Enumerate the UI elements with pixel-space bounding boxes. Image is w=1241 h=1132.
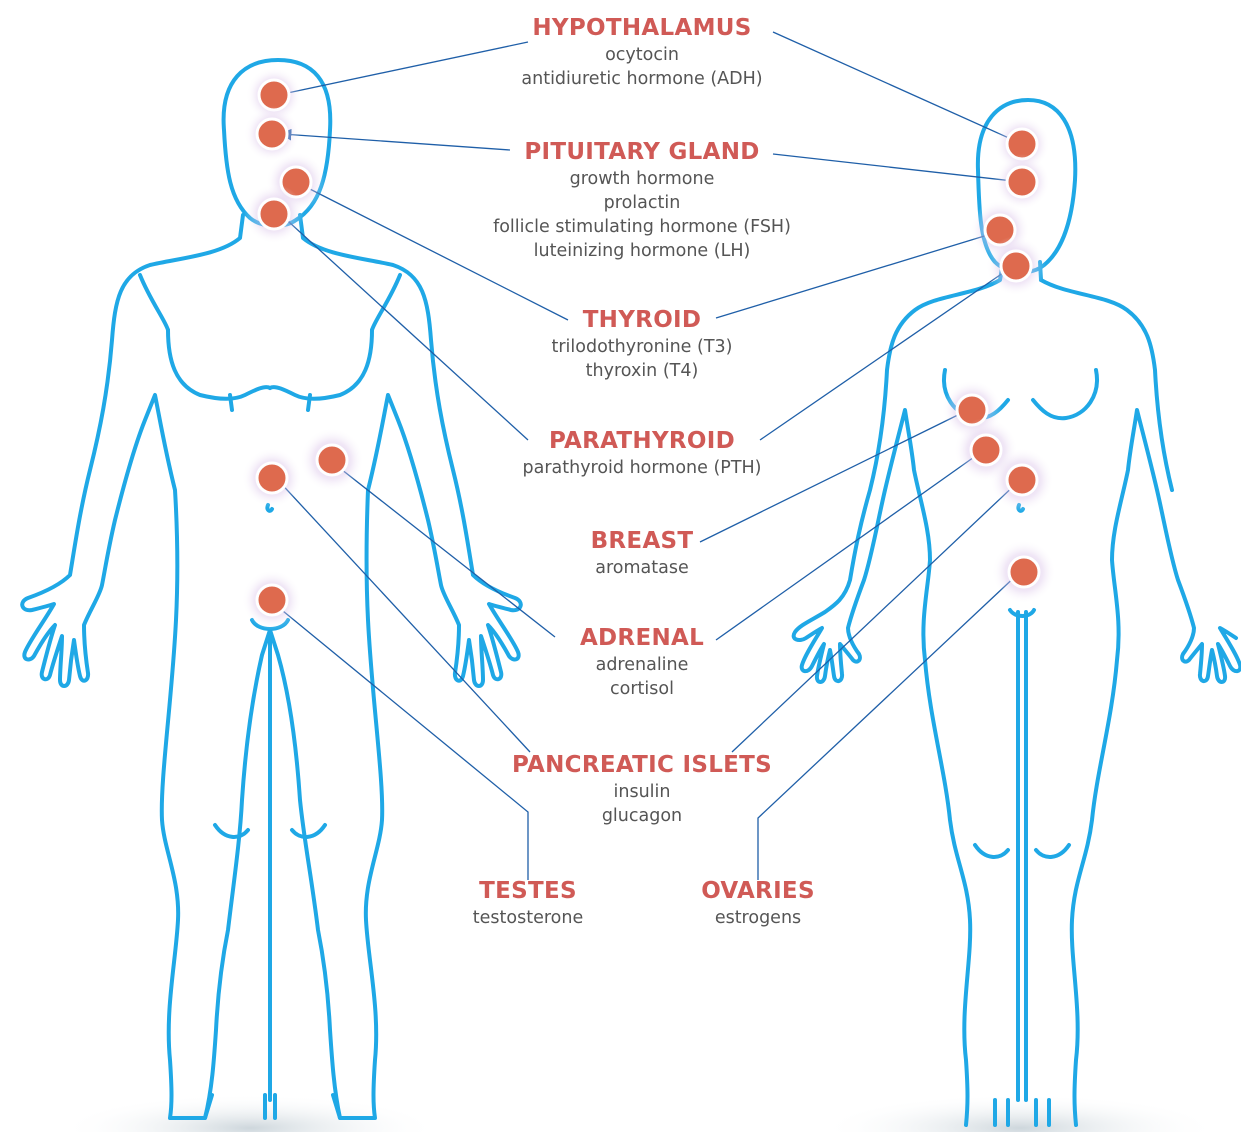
- gland-pancreatic-female: [990, 448, 1054, 512]
- label-ovaries: OVARIES estrogens: [558, 876, 958, 930]
- pancreatic-hormone: insulin: [442, 780, 842, 804]
- thyroid-hormone: trilodothyronine (T3): [442, 335, 842, 359]
- pancreatic-title: PANCREATIC ISLETS: [442, 750, 842, 780]
- ovaries-hormone: estrogens: [558, 906, 958, 930]
- gland-adrenal-male: [300, 428, 364, 492]
- pituitary-title: PITUITARY GLAND: [442, 137, 842, 167]
- breast-hormone: aromatase: [442, 556, 842, 580]
- label-adrenal: ADRENAL adrenaline cortisol: [442, 623, 842, 701]
- pituitary-hormone: follicle stimulating hormone (FSH): [442, 215, 842, 239]
- male-floor-shadow: [60, 1094, 440, 1132]
- label-pituitary: PITUITARY GLAND growth hormone prolactin…: [442, 137, 842, 263]
- gland-pancreatic-male: [242, 448, 302, 508]
- leader-ovaries-female: [758, 572, 1020, 880]
- label-hypothalamus: HYPOTHALAMUS ocytocin antidiuretic hormo…: [442, 13, 842, 91]
- parathyroid-title: PARATHYROID: [442, 426, 842, 456]
- hypothalamus-title: HYPOTHALAMUS: [442, 13, 842, 43]
- gland-testes-male: [242, 570, 302, 630]
- label-parathyroid: PARATHYROID parathyroid hormone (PTH): [442, 426, 842, 480]
- thyroid-title: THYROID: [442, 305, 842, 335]
- pituitary-hormone: luteinizing hormone (LH): [442, 239, 842, 263]
- breast-title: BREAST: [442, 526, 842, 556]
- gland-parathyroid-female: [986, 236, 1046, 296]
- pituitary-hormone: growth hormone: [442, 167, 842, 191]
- hypothalamus-hormone: ocytocin: [442, 43, 842, 67]
- label-breast: BREAST aromatase: [442, 526, 842, 580]
- hypothalamus-hormone: antidiuretic hormone (ADH): [442, 67, 842, 91]
- gland-parathyroid-male: [244, 184, 304, 244]
- pancreatic-hormone: glucagon: [442, 804, 842, 828]
- thyroid-hormone: thyroxin (T4): [442, 359, 842, 383]
- leader-pancreatic-female: [732, 480, 1020, 752]
- male-glands: [242, 67, 364, 630]
- label-thyroid: THYROID trilodothyronine (T3) thyroxin (…: [442, 305, 842, 383]
- pituitary-hormone: prolactin: [442, 191, 842, 215]
- female-glands: [942, 116, 1056, 604]
- adrenal-hormone: cortisol: [442, 677, 842, 701]
- ovaries-title: OVARIES: [558, 876, 958, 906]
- parathyroid-hormone: parathyroid hormone (PTH): [442, 456, 842, 480]
- adrenal-title: ADRENAL: [442, 623, 842, 653]
- label-pancreatic: PANCREATIC ISLETS insulin glucagon: [442, 750, 842, 828]
- gland-ovaries-female: [992, 540, 1056, 604]
- adrenal-hormone: adrenaline: [442, 653, 842, 677]
- leader-pancreatic-male: [276, 478, 530, 752]
